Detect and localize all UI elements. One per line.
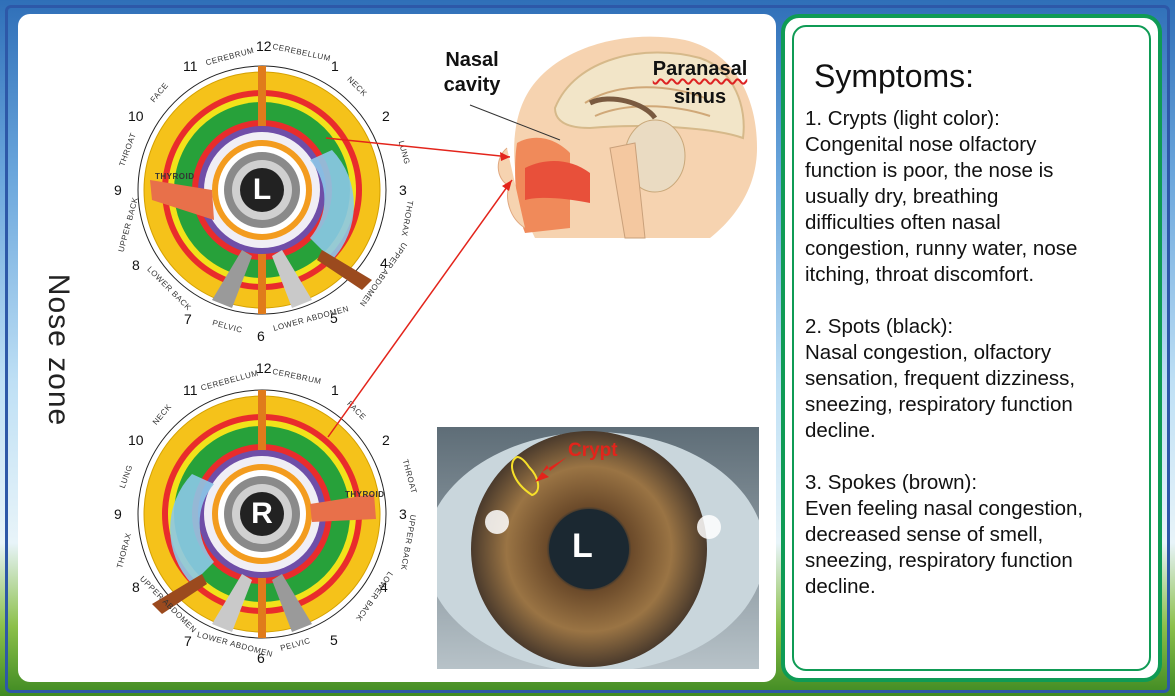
nasal-cavity-label: Nasal cavity — [443, 49, 501, 96]
thyroid-label-bottom: THYROID — [345, 490, 385, 499]
symptoms-panel — [781, 14, 1162, 682]
clock-11-top: 11 — [183, 58, 198, 74]
clock-7-bottom: 7 — [184, 633, 192, 649]
clock-1-top: 1 — [331, 58, 339, 74]
clock-8-top: 8 — [132, 257, 140, 273]
head-anatomy-illustration — [497, 36, 757, 239]
clock-2-top: 2 — [382, 108, 390, 124]
clock-10-top: 10 — [128, 108, 144, 124]
symptom-heading: 1. Crypts (light color): — [805, 107, 1000, 130]
symptom-spokes: 3. Spokes (brown): Even feeling nasal co… — [805, 470, 1155, 600]
clock-1-bottom: 1 — [331, 382, 339, 398]
symptom-heading: 3. Spokes (brown): — [805, 471, 978, 494]
clock-9-bottom: 9 — [114, 506, 122, 522]
chart-letter-left: L — [240, 168, 284, 212]
outer-frame — [5, 5, 1170, 693]
crypt-label: Crypt — [568, 440, 618, 461]
clock-4-top: 4 — [380, 255, 388, 271]
symptoms-title: Symptoms: — [814, 58, 975, 94]
clock-9-top: 9 — [114, 182, 122, 198]
iris-photo — [437, 427, 759, 669]
symptoms-list: 1. Crypts (light color): Congenital nose… — [805, 106, 1155, 626]
clock-11-bottom: 11 — [183, 382, 198, 398]
clock-2-bottom: 2 — [382, 432, 390, 448]
clock-3-bottom: 3 — [399, 506, 407, 522]
clock-6-bottom: 6 — [257, 650, 265, 666]
paranasal-sinus-label: Paranasal sinus — [652, 58, 748, 108]
eye-letter: L — [572, 527, 593, 565]
symptom-heading: 2. Spots (black): — [805, 315, 954, 338]
thyroid-label-top: THYROID — [155, 172, 195, 181]
chart-letter-right: R — [240, 492, 284, 536]
clock-12-top: 12 — [256, 38, 272, 54]
clock-12-bottom: 12 — [256, 360, 272, 376]
clock-5-bottom: 5 — [330, 632, 338, 648]
clock-4-bottom: 4 — [380, 579, 388, 595]
symptoms-panel-inner-border — [792, 25, 1151, 671]
clock-8-bottom: 8 — [132, 579, 140, 595]
clock-6-top: 6 — [257, 328, 265, 344]
clock-5-top: 5 — [330, 310, 338, 326]
symptom-crypts: 1. Crypts (light color): Congenital nose… — [805, 106, 1155, 288]
symptom-spots: 2. Spots (black): Nasal congestion, olfa… — [805, 314, 1155, 444]
clock-3-top: 3 — [399, 182, 407, 198]
clock-7-top: 7 — [184, 311, 192, 327]
clock-10-bottom: 10 — [128, 432, 144, 448]
